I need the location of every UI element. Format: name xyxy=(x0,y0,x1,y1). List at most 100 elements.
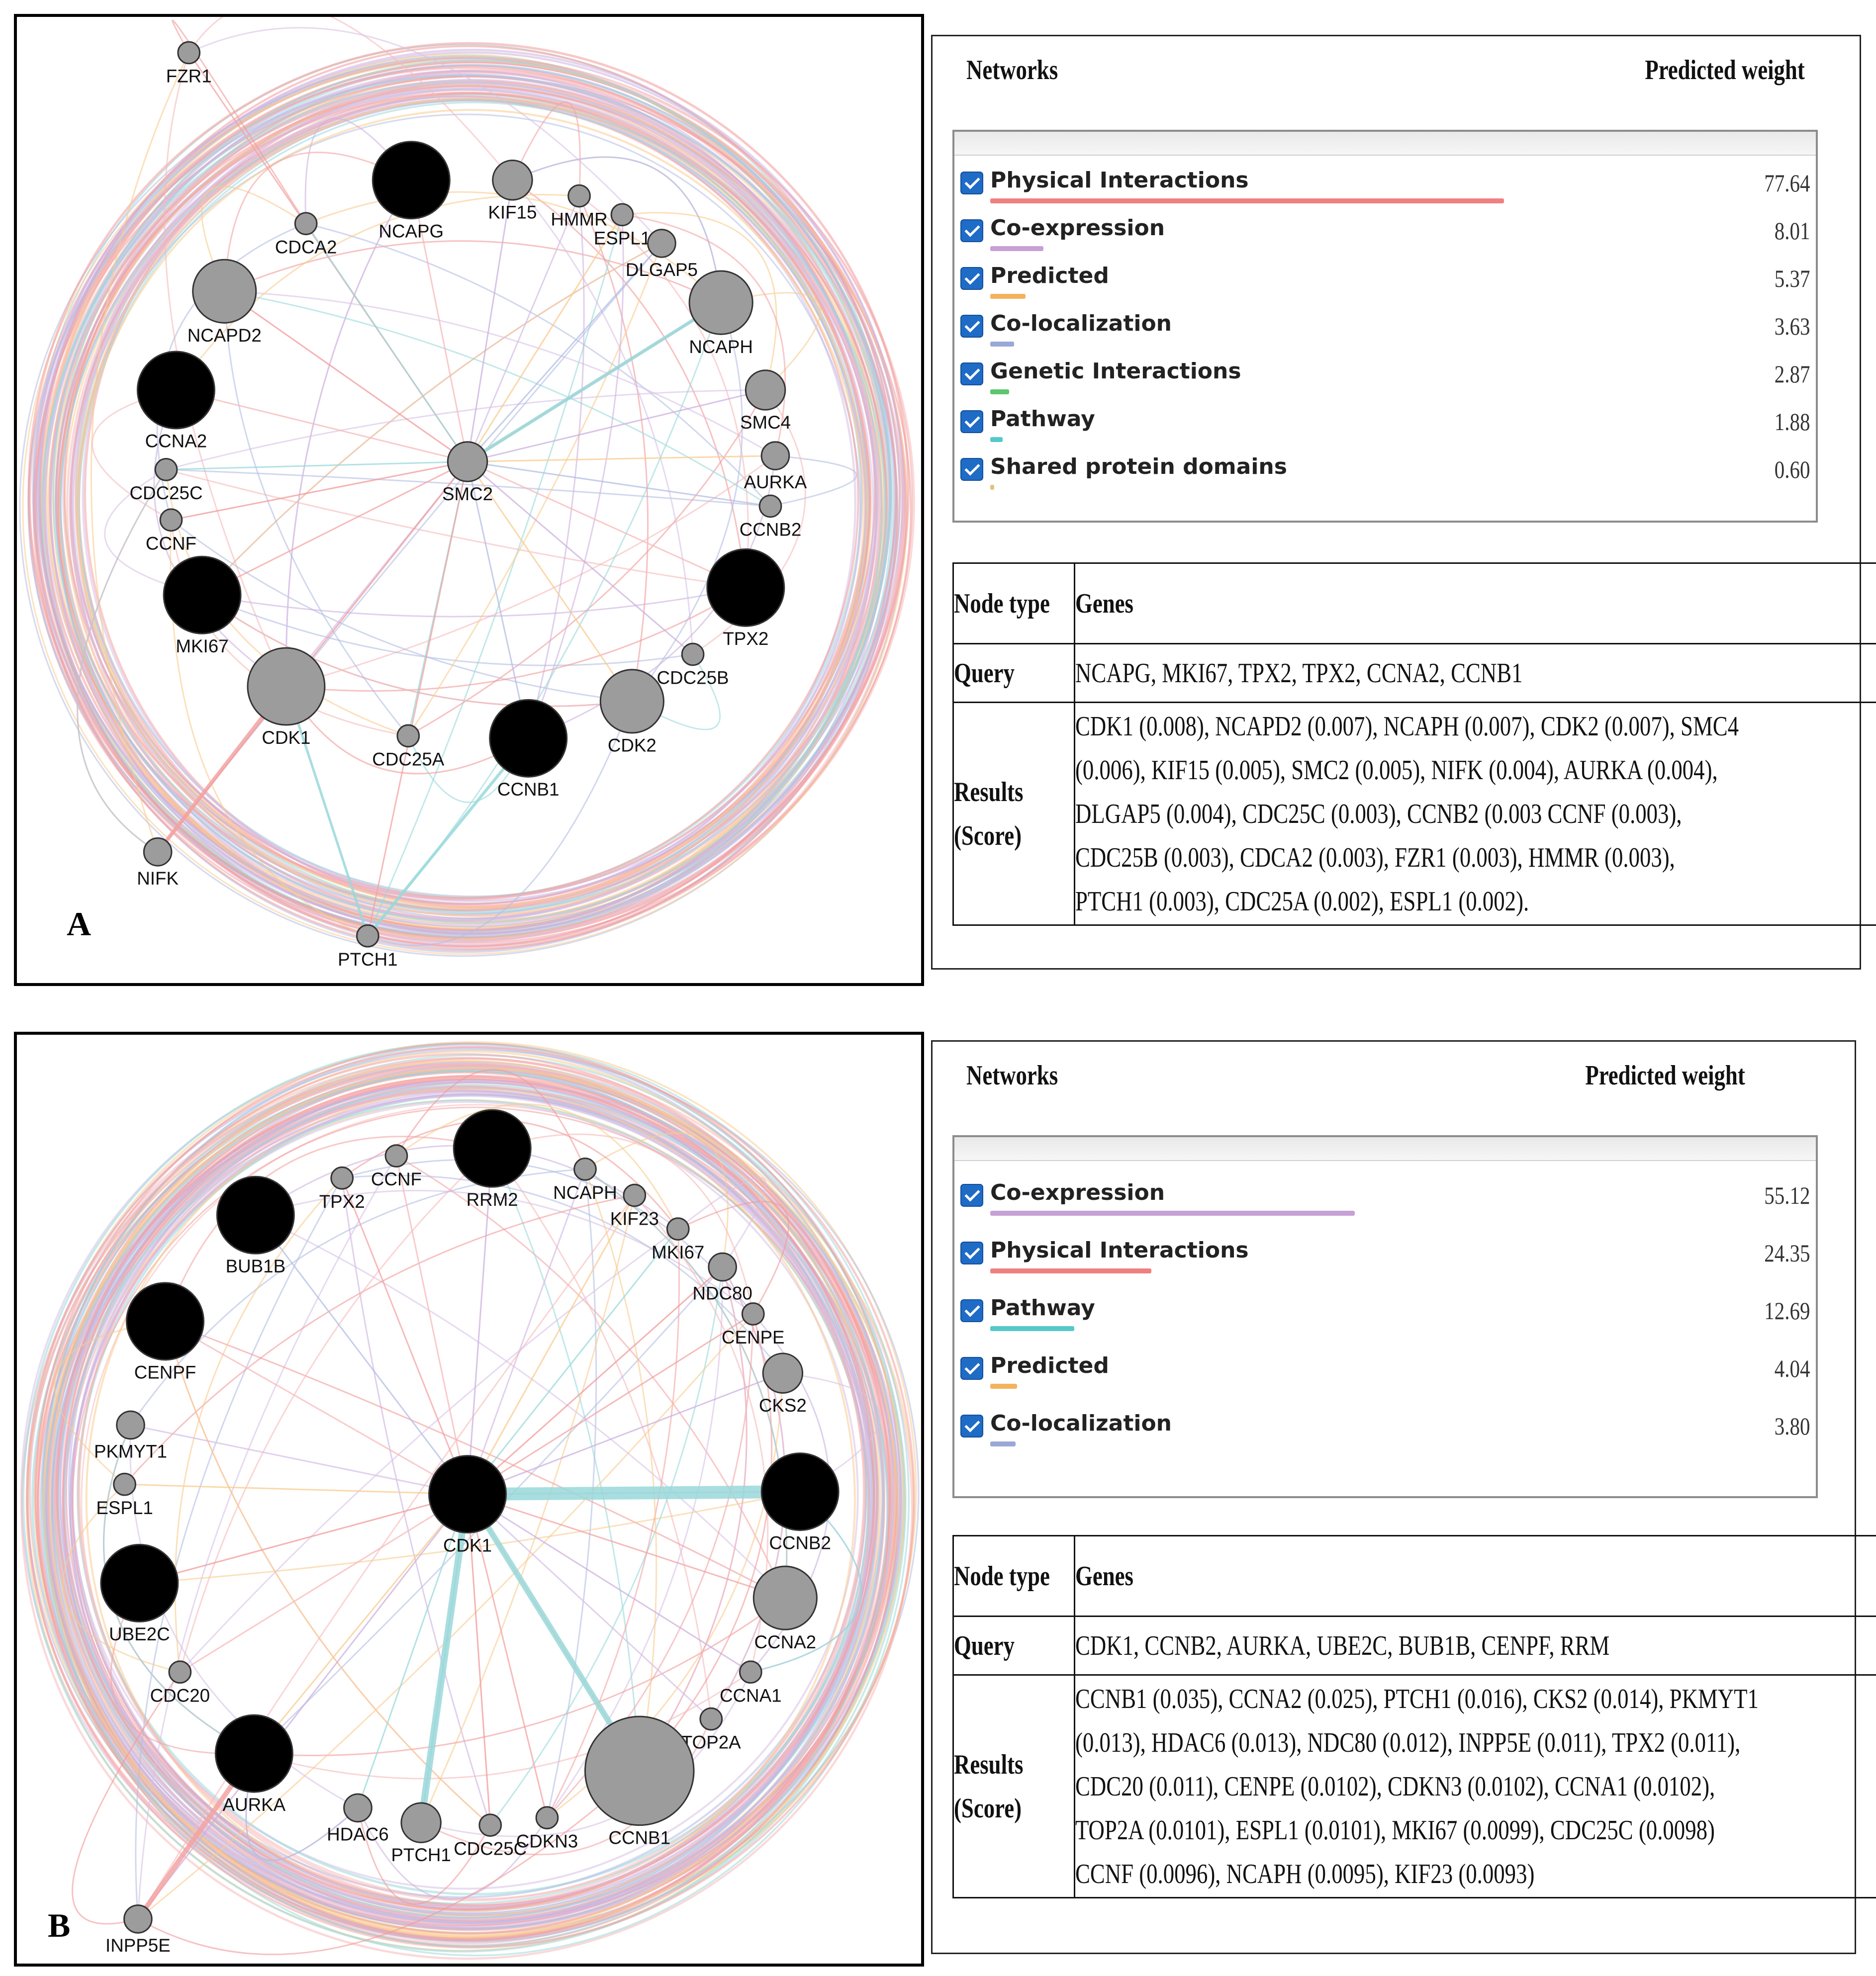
network-checkbox[interactable] xyxy=(960,315,983,338)
node-circle[interactable] xyxy=(453,1109,532,1188)
gene-node-cdc25c[interactable]: CDC25C xyxy=(454,1813,527,1859)
node-circle[interactable] xyxy=(400,1802,442,1843)
node-circle[interactable] xyxy=(372,141,451,220)
node-circle[interactable] xyxy=(294,212,318,236)
node-circle[interactable] xyxy=(584,1715,695,1826)
gene-node-hmmr[interactable]: HMMR xyxy=(551,184,608,230)
node-circle[interactable] xyxy=(535,1806,559,1830)
node-circle[interactable] xyxy=(163,555,242,634)
node-circle[interactable] xyxy=(192,259,257,324)
gene-node-ptch1[interactable]: PTCH1 xyxy=(338,924,398,970)
node-circle[interactable] xyxy=(623,1183,647,1207)
node-circle[interactable] xyxy=(599,669,664,734)
gene-node-cks2[interactable]: CKS2 xyxy=(759,1352,807,1416)
gene-node-inpp5e[interactable]: INPP5E xyxy=(105,1904,171,1956)
network-checkbox[interactable] xyxy=(960,172,983,194)
gene-node-dlgap5[interactable]: DLGAP5 xyxy=(626,229,698,280)
node-circle[interactable] xyxy=(100,1543,179,1622)
node-circle[interactable] xyxy=(745,369,786,411)
node-circle[interactable] xyxy=(177,41,201,65)
gene-node-aurka[interactable]: AURKA xyxy=(744,441,807,492)
node-circle[interactable] xyxy=(752,1565,818,1630)
gene-node-smc4[interactable]: SMC4 xyxy=(740,369,791,433)
gene-node-kif23[interactable]: KIF23 xyxy=(610,1183,659,1229)
node-circle[interactable] xyxy=(610,203,634,227)
gene-node-cdca2[interactable]: CDCA2 xyxy=(275,212,337,257)
gene-node-espl1[interactable]: ESPL1 xyxy=(96,1472,153,1518)
gene-node-hdac6[interactable]: HDAC6 xyxy=(327,1793,389,1844)
node-circle[interactable] xyxy=(760,441,790,470)
network-checkbox[interactable] xyxy=(960,1415,983,1437)
gene-node-ccna2[interactable]: CCNA2 xyxy=(136,351,215,451)
gene-node-ube2c[interactable]: UBE2C xyxy=(100,1543,179,1644)
gene-node-cdk2[interactable]: CDK2 xyxy=(599,669,664,756)
gene-node-ndc80[interactable]: NDC80 xyxy=(692,1252,752,1304)
gene-node-nifk[interactable]: NIFK xyxy=(137,837,179,889)
gene-node-ccna2[interactable]: CCNA2 xyxy=(752,1565,818,1652)
network-checkbox[interactable] xyxy=(960,458,983,481)
gene-node-cdc20[interactable]: CDC20 xyxy=(150,1660,210,1706)
gene-node-cenpe[interactable]: CENPE xyxy=(722,1302,785,1347)
network-checkbox[interactable] xyxy=(960,1184,983,1207)
node-circle[interactable] xyxy=(478,1813,502,1837)
node-circle[interactable] xyxy=(214,1714,293,1793)
gene-node-cdk1[interactable]: CDK1 xyxy=(428,1455,507,1556)
node-circle[interactable] xyxy=(573,1158,597,1181)
node-circle[interactable] xyxy=(136,351,215,430)
node-circle[interactable] xyxy=(706,548,785,627)
node-circle[interactable] xyxy=(216,1175,295,1255)
node-circle[interactable] xyxy=(330,1166,354,1190)
gene-node-aurka[interactable]: AURKA xyxy=(214,1714,293,1815)
gene-node-ncapd2[interactable]: NCAPD2 xyxy=(188,259,262,346)
network-checkbox[interactable] xyxy=(960,1242,983,1264)
network-checkbox[interactable] xyxy=(960,362,983,385)
node-circle[interactable] xyxy=(681,642,705,666)
node-circle[interactable] xyxy=(116,1410,145,1440)
gene-node-ccnb1[interactable]: CCNB1 xyxy=(584,1715,695,1848)
node-circle[interactable] xyxy=(708,1252,737,1282)
network-checkbox[interactable] xyxy=(960,219,983,242)
gene-node-espl1[interactable]: ESPL1 xyxy=(594,203,651,248)
node-circle[interactable] xyxy=(143,837,173,867)
gene-node-ccnf[interactable]: CCNF xyxy=(146,508,196,553)
node-circle[interactable] xyxy=(396,724,420,748)
node-circle[interactable] xyxy=(356,924,379,948)
gene-node-fzr1[interactable]: FZR1 xyxy=(166,41,212,87)
node-circle[interactable] xyxy=(688,270,753,335)
gene-node-cdkn3[interactable]: CDKN3 xyxy=(516,1806,578,1851)
gene-node-ccnb2[interactable]: CCNB2 xyxy=(760,1452,840,1553)
gene-node-tpx2[interactable]: TPX2 xyxy=(319,1166,365,1212)
gene-node-cenpf[interactable]: CENPF xyxy=(126,1282,205,1383)
gene-node-ncaph[interactable]: NCAPH xyxy=(553,1158,617,1203)
gene-node-ccnb1[interactable]: CCNB1 xyxy=(489,699,568,800)
gene-node-cdk1[interactable]: CDK1 xyxy=(247,647,326,748)
gene-node-ccna1[interactable]: CCNA1 xyxy=(720,1660,782,1706)
gene-node-ccnf[interactable]: CCNF xyxy=(371,1144,422,1189)
gene-node-cdc25b[interactable]: CDC25B xyxy=(657,642,729,688)
node-circle[interactable] xyxy=(123,1904,153,1934)
gene-node-pkmyt1[interactable]: PKMYT1 xyxy=(94,1410,167,1462)
node-circle[interactable] xyxy=(492,160,533,201)
node-circle[interactable] xyxy=(113,1472,136,1496)
node-circle[interactable] xyxy=(384,1144,408,1168)
node-circle[interactable] xyxy=(647,229,676,258)
gene-node-bub1b[interactable]: BUB1B xyxy=(216,1175,295,1276)
gene-node-mki67[interactable]: MKI67 xyxy=(163,555,242,656)
node-circle[interactable] xyxy=(666,1217,690,1241)
node-circle[interactable] xyxy=(343,1793,373,1823)
node-circle[interactable] xyxy=(739,1660,762,1684)
node-circle[interactable] xyxy=(428,1455,507,1534)
node-circle[interactable] xyxy=(247,647,326,726)
node-circle[interactable] xyxy=(168,1660,192,1684)
node-circle[interactable] xyxy=(758,494,782,518)
node-circle[interactable] xyxy=(159,508,183,532)
node-circle[interactable] xyxy=(567,184,591,208)
